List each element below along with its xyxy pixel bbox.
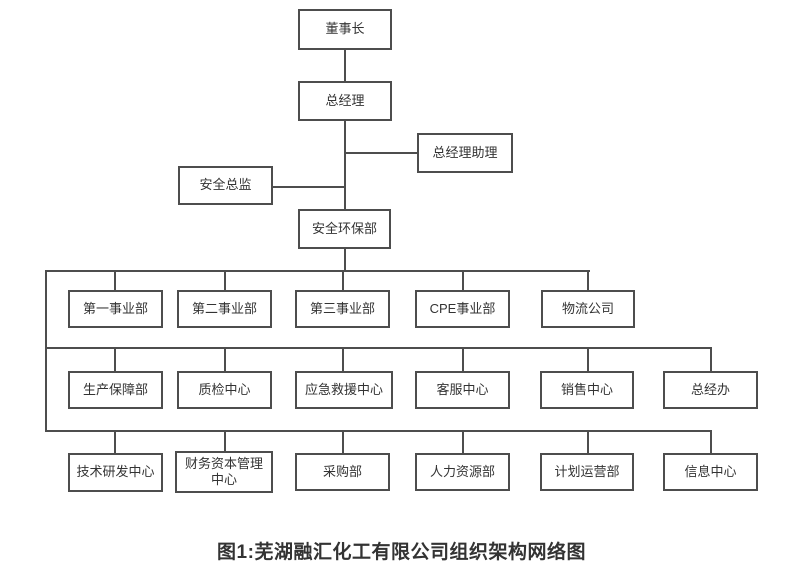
org-node-rd-center: 技术研发中心 [68, 453, 163, 492]
org-node-purchasing-dept: 采购部 [295, 453, 390, 491]
org-node-emergency-center: 应急救援中心 [295, 371, 393, 409]
org-node-label: 物流公司 [561, 300, 614, 316]
connector-line [344, 50, 346, 81]
org-node-quality-center: 质检中心 [177, 371, 272, 409]
connector-line [587, 270, 589, 290]
org-node-label: 总经理助理 [432, 144, 498, 160]
org-node-label: 应急救援中心 [304, 381, 383, 397]
connector-line [710, 347, 712, 371]
org-node-planning-dept: 计划运营部 [540, 453, 634, 491]
org-node-label: 客服中心 [436, 381, 489, 397]
connector-line [114, 430, 116, 454]
connector-line [45, 347, 711, 349]
org-node-label: 第三事业部 [309, 300, 375, 316]
connector-line [462, 347, 464, 371]
org-node-label: 总经办 [690, 381, 730, 397]
org-node-label: 财务资本管理中心 [184, 455, 263, 487]
org-node-hr-dept: 人力资源部 [415, 453, 510, 491]
org-node-safety-env-dept: 安全环保部 [298, 209, 391, 249]
org-node-label: 人力资源部 [429, 463, 495, 479]
org-node-label: 技术研发中心 [76, 464, 155, 480]
connector-line [224, 347, 226, 371]
connector-line [344, 121, 346, 209]
org-node-division-2: 第二事业部 [177, 290, 272, 328]
org-node-label: 安全环保部 [311, 220, 377, 236]
org-node-logistics-company: 物流公司 [541, 290, 635, 328]
org-node-production-support: 生产保障部 [68, 371, 163, 409]
org-node-label: 第一事业部 [82, 300, 148, 316]
connector-line [273, 186, 344, 188]
org-node-label: CPE事业部 [429, 300, 496, 316]
org-node-label: 销售中心 [560, 381, 613, 397]
org-node-safety-director: 安全总监 [178, 166, 273, 205]
connector-line [114, 347, 116, 371]
connector-line [710, 430, 712, 454]
org-node-info-center: 信息中心 [663, 453, 758, 491]
connector-line [45, 270, 47, 432]
connector-line [45, 270, 590, 272]
connector-line [462, 430, 464, 454]
connector-line [462, 270, 464, 290]
org-node-finance-center: 财务资本管理中心 [175, 451, 273, 493]
figure-caption: 图1:芜湖融汇化工有限公司组织架构网络图 [217, 542, 586, 563]
org-node-sales-center: 销售中心 [540, 371, 634, 409]
connector-line [344, 152, 417, 154]
org-node-label: 生产保障部 [82, 381, 148, 397]
org-node-label: 董事长 [325, 21, 365, 37]
connector-line [45, 430, 711, 432]
org-node-division-cpe: CPE事业部 [415, 290, 510, 328]
org-node-label: 信息中心 [684, 463, 737, 479]
connector-line [344, 249, 346, 270]
org-node-division-3: 第三事业部 [295, 290, 390, 328]
org-node-service-center: 客服中心 [415, 371, 510, 409]
org-node-label: 安全总监 [199, 177, 252, 193]
org-node-label: 采购部 [322, 463, 362, 479]
connector-line [587, 347, 589, 371]
org-node-label: 质检中心 [198, 381, 251, 397]
connector-line [342, 270, 344, 290]
connector-line [114, 270, 116, 290]
connector-line [224, 270, 226, 290]
connector-line [587, 430, 589, 454]
org-node-label: 计划运营部 [554, 463, 620, 479]
org-node-label: 第二事业部 [191, 300, 257, 316]
connector-line [224, 430, 226, 452]
org-node-general-manager: 总经理 [298, 81, 392, 121]
org-node-division-1: 第一事业部 [68, 290, 163, 328]
connector-line [342, 430, 344, 454]
connector-line [342, 347, 344, 371]
org-node-chairman: 董事长 [298, 9, 392, 50]
org-node-gm-assistant: 总经理助理 [417, 133, 513, 173]
org-node-label: 总经理 [325, 92, 365, 108]
org-node-gm-office: 总经办 [663, 371, 758, 409]
